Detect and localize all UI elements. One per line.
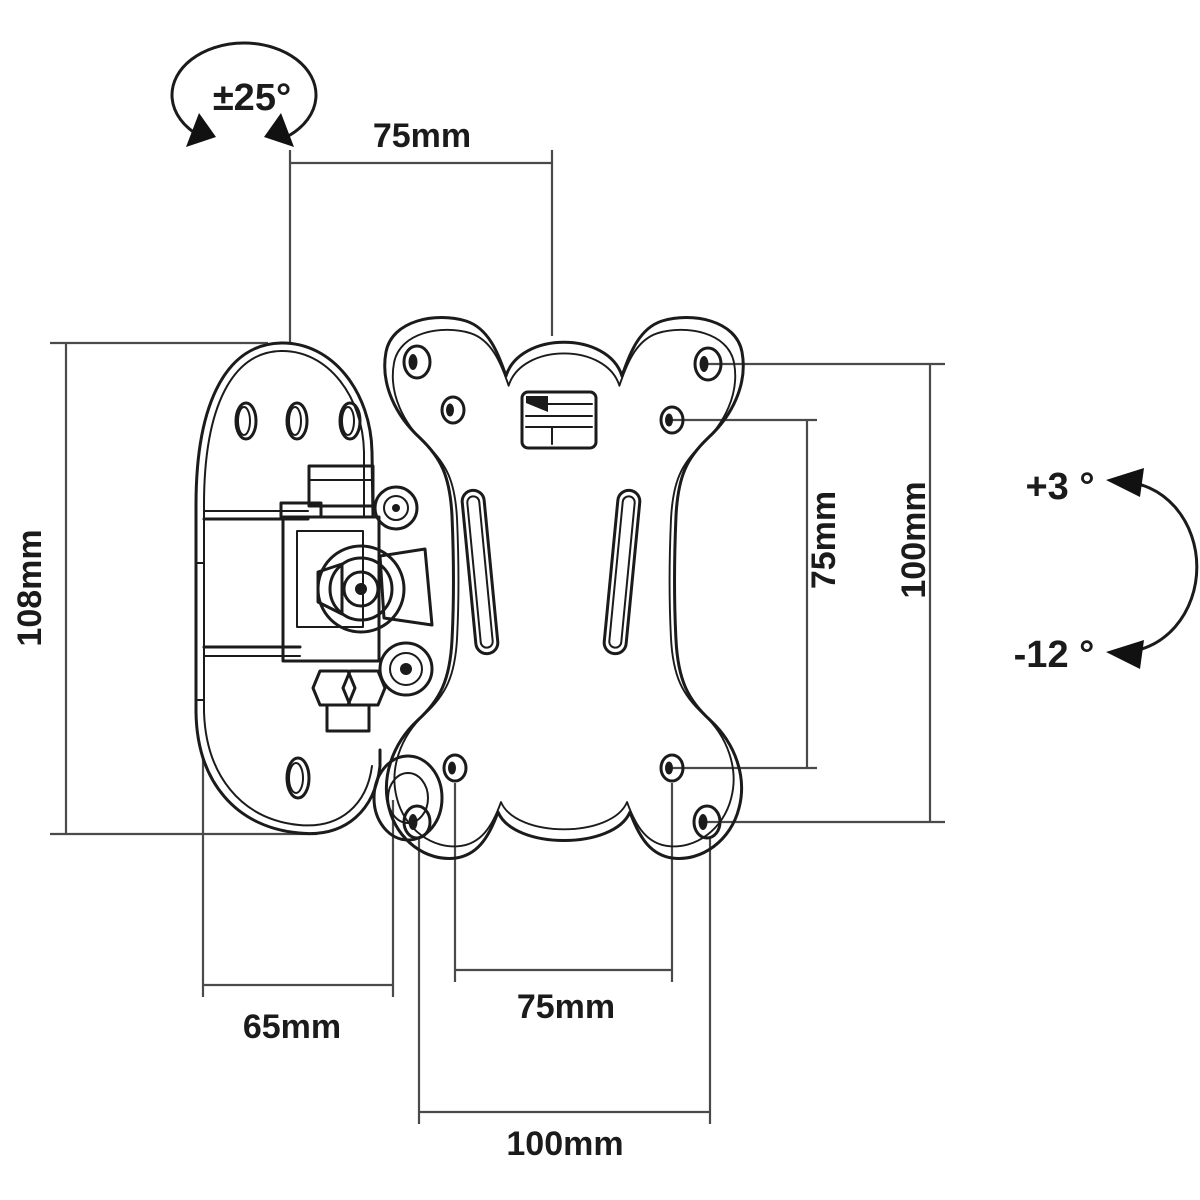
logo-badge-icon bbox=[520, 390, 598, 450]
hinge-top-block bbox=[307, 464, 375, 508]
dimension-bottom-arm-offset-label: 65mm bbox=[243, 1008, 341, 1046]
tilt-annotation: +3 ° -12 ° bbox=[1014, 466, 1199, 676]
vesa-plate-inner-line bbox=[391, 328, 737, 848]
tilt-arrow-up-icon bbox=[1106, 468, 1144, 497]
hinge-top-screw bbox=[373, 485, 419, 531]
dimension-bottom-inner-width: 75mm bbox=[453, 783, 674, 1026]
dimension-right-inner-height-label: 75mm bbox=[805, 491, 843, 589]
hinge-bottom-screw bbox=[378, 641, 434, 697]
vesa-slot-right bbox=[602, 488, 642, 656]
swivel-arc-icon bbox=[170, 41, 318, 137]
hinge-knob bbox=[316, 544, 434, 634]
dimension-top-width-label: 75mm bbox=[373, 117, 471, 155]
tilt-arc-icon bbox=[1120, 480, 1199, 654]
hinge-hex-nuts bbox=[311, 669, 387, 733]
dimension-right-inner-height: 75mm bbox=[672, 418, 843, 770]
dimension-bottom-arm-offset: 65mm bbox=[201, 758, 395, 1046]
dimension-top-width: 75mm bbox=[288, 117, 554, 344]
dimension-left-height: 108mm bbox=[11, 341, 317, 836]
swivel-label: ±25° bbox=[213, 77, 291, 119]
wall-plate bbox=[194, 341, 382, 836]
dimension-right-outer-height: 100mm bbox=[707, 362, 945, 824]
dimension-right-outer-height-label: 100mm bbox=[895, 481, 933, 598]
vesa-plate bbox=[383, 316, 745, 860]
swivel-arrow-left-icon bbox=[186, 113, 216, 147]
dimension-bottom-outer-width: 100mm bbox=[417, 838, 712, 1163]
dimension-bottom-outer-width-label: 100mm bbox=[506, 1125, 623, 1163]
wall-plate-bottom-slot bbox=[285, 756, 311, 800]
wall-plate-top-slots bbox=[234, 401, 362, 441]
swivel-arrow-right-icon bbox=[264, 113, 294, 147]
vesa-slot-left bbox=[460, 488, 500, 656]
tilt-arrow-down-icon bbox=[1106, 640, 1144, 669]
tilt-up-label: +3 ° bbox=[1025, 466, 1094, 508]
tilt-down-label: -12 ° bbox=[1014, 634, 1095, 676]
hinge-assembly bbox=[279, 464, 444, 842]
vesa-inner-holes bbox=[440, 395, 685, 783]
swivel-annotation: ±25° bbox=[170, 41, 318, 147]
dimension-bottom-inner-width-label: 75mm bbox=[517, 988, 615, 1026]
dimension-left-height-label: 108mm bbox=[11, 529, 49, 646]
hinge-bottom-knuckle bbox=[372, 754, 444, 842]
vesa-outer-holes bbox=[402, 344, 723, 840]
